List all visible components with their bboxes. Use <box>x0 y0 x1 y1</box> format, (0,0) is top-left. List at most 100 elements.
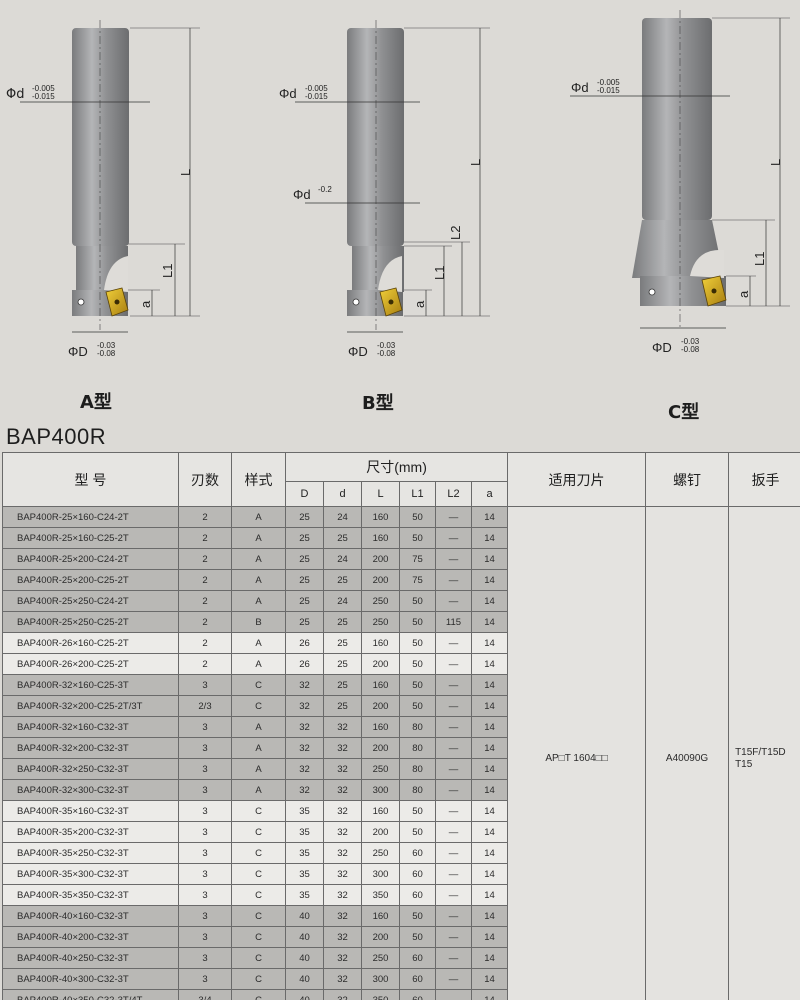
type-b-L2-label: L2 <box>448 226 463 240</box>
type-c-D-label: ΦD <box>652 340 672 355</box>
cell-l1: 60 <box>399 863 436 885</box>
cell-flutes: 3 <box>178 947 232 969</box>
cell-l: 160 <box>361 905 400 927</box>
cell-l: 350 <box>361 884 400 906</box>
cell-d: 32 <box>323 947 362 969</box>
header-screw: 螺钉 <box>645 452 730 507</box>
cell-l: 160 <box>361 800 400 822</box>
type-c-label: C型 <box>668 402 700 423</box>
cell-d: 24 <box>323 548 362 570</box>
cell-model: BAP400R-35×300-C32-3T <box>2 863 179 885</box>
cell-a: 14 <box>470 800 509 822</box>
cell-l1: 50 <box>399 800 436 822</box>
cell-l2: — <box>435 758 472 780</box>
cell-d: 25 <box>323 527 362 549</box>
cell-style: A <box>231 716 286 738</box>
header-dimensions: 尺寸(mm) <box>284 452 509 482</box>
type-b-L-label: L <box>468 159 483 166</box>
cell-model: BAP400R-25×160-C24-2T <box>2 506 179 528</box>
cell-style: B <box>231 611 286 633</box>
cell-style: A <box>231 737 286 759</box>
cell-l1: 50 <box>399 632 436 654</box>
type-b-D-label: ΦD <box>348 344 368 359</box>
cell-l: 250 <box>361 947 400 969</box>
cell-style: C <box>231 695 286 717</box>
type-a-D-tol-low: -0.08 <box>97 349 116 358</box>
cell-l2: — <box>435 821 472 843</box>
cell-a: 14 <box>470 821 509 843</box>
cell-flutes: 2 <box>178 611 232 633</box>
series-title: BAP400R <box>6 424 107 449</box>
type-b-neck-d-tol: -0.2 <box>318 185 332 194</box>
cell-d: 32 <box>323 779 362 801</box>
cell-model: BAP400R-26×200-C25-2T <box>2 653 179 675</box>
type-c-d-label: Φd <box>571 80 589 95</box>
type-b-neck-d-label: Φd <box>293 187 311 202</box>
type-a-d-tol-low: -0.015 <box>32 92 55 101</box>
cell-style: C <box>231 821 286 843</box>
cell-l1: 80 <box>399 737 436 759</box>
cell-d: 25 <box>285 590 324 612</box>
header-wrench: 扳手 <box>728 452 800 507</box>
cell-model: BAP400R-25×200-C25-2T <box>2 569 179 591</box>
cell-l2: — <box>435 968 472 990</box>
cell-d: 32 <box>323 905 362 927</box>
cell-d: 25 <box>323 632 362 654</box>
cell-d: 32 <box>285 737 324 759</box>
cell-d: 25 <box>323 653 362 675</box>
type-a-label: A型 <box>80 392 112 413</box>
cell-l2: — <box>435 800 472 822</box>
header-insert: 适用刀片 <box>507 452 647 507</box>
cell-d: 25 <box>285 548 324 570</box>
type-b-D-tol-low: -0.08 <box>377 349 396 358</box>
cell-model: BAP400R-32×250-C32-3T <box>2 758 179 780</box>
tool-drawings: Φd -0.005 -0.015 L L1 a ΦD -0.03 -0.08 Φ… <box>0 0 800 425</box>
merged-insert-cell: AP□T 1604□□ <box>507 506 647 1000</box>
cell-l1: 50 <box>399 506 436 528</box>
cell-a: 14 <box>470 569 509 591</box>
cell-l: 160 <box>361 632 400 654</box>
cell-d: 32 <box>285 779 324 801</box>
cell-l: 350 <box>361 989 400 1000</box>
cell-l: 160 <box>361 674 400 696</box>
cell-flutes: 2 <box>178 527 232 549</box>
cell-l1: 75 <box>399 569 436 591</box>
type-b-a-label: a <box>412 300 427 308</box>
type-a-L1-label: L1 <box>160 264 175 278</box>
cell-style: C <box>231 905 286 927</box>
cell-d: 32 <box>323 968 362 990</box>
cell-a: 14 <box>470 863 509 885</box>
cell-l: 160 <box>361 506 400 528</box>
cell-a: 14 <box>470 590 509 612</box>
merged-screw-cell: A40090G <box>645 506 730 1000</box>
type-a-L-label: L <box>178 169 193 176</box>
cell-l2: — <box>435 737 472 759</box>
cell-l: 200 <box>361 695 400 717</box>
cell-flutes: 2/3 <box>178 695 232 717</box>
cell-flutes: 2 <box>178 590 232 612</box>
cell-a: 14 <box>470 611 509 633</box>
cell-a: 14 <box>470 947 509 969</box>
cell-model: BAP400R-40×160-C32-3T <box>2 905 179 927</box>
cell-a: 14 <box>470 968 509 990</box>
cell-l: 250 <box>361 758 400 780</box>
cell-l: 200 <box>361 737 400 759</box>
cell-model: BAP400R-40×300-C32-3T <box>2 968 179 990</box>
type-a-D-tol-up: -0.03 <box>97 341 116 350</box>
cell-a: 14 <box>470 716 509 738</box>
cell-style: C <box>231 989 286 1000</box>
cell-a: 14 <box>470 674 509 696</box>
cell-d: 32 <box>323 716 362 738</box>
cell-l2: — <box>435 905 472 927</box>
cell-d: 35 <box>285 821 324 843</box>
cell-a: 14 <box>470 779 509 801</box>
